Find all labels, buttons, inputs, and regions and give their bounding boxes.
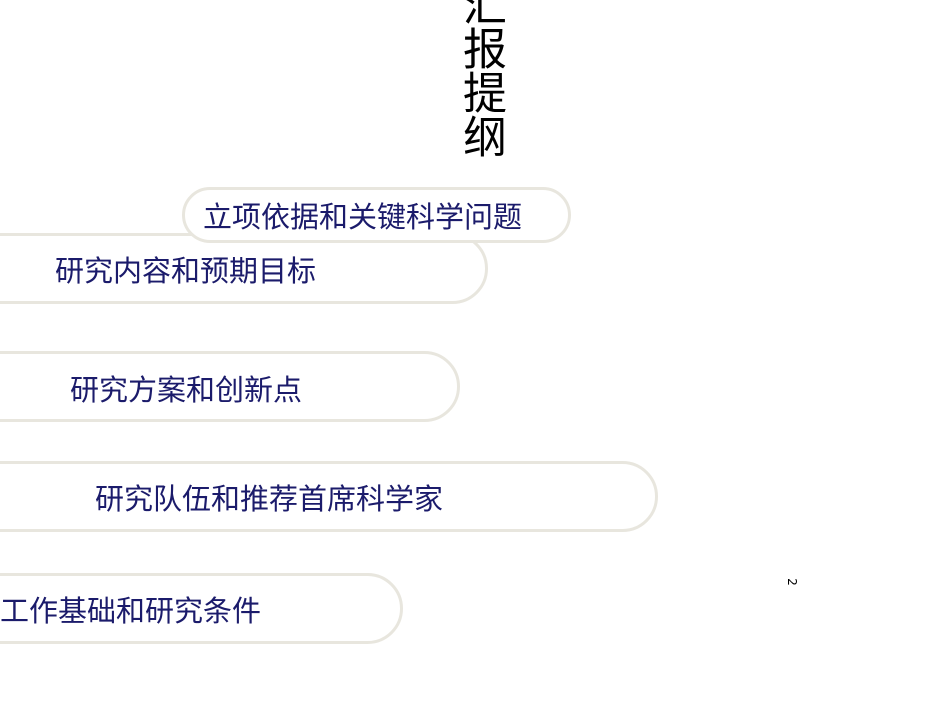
outline-item-label: 研究方案和创新点 <box>70 373 303 407</box>
slide-title: 汇报提纲 <box>455 0 506 158</box>
outline-item-4 <box>0 461 658 532</box>
outline-item-1 <box>182 187 571 243</box>
outline-item-label: 研究队伍和推荐首席科学家 <box>95 482 444 516</box>
outline-item-label: 立项依据和关键科学问题 <box>203 200 523 234</box>
outline-item-label: 工作基础和研究条件 <box>0 594 262 628</box>
outline-item-3 <box>0 351 460 422</box>
page-number: 2 <box>785 578 799 586</box>
outline-item-5 <box>0 573 403 644</box>
outline-item-label: 研究内容和预期目标 <box>55 254 317 288</box>
